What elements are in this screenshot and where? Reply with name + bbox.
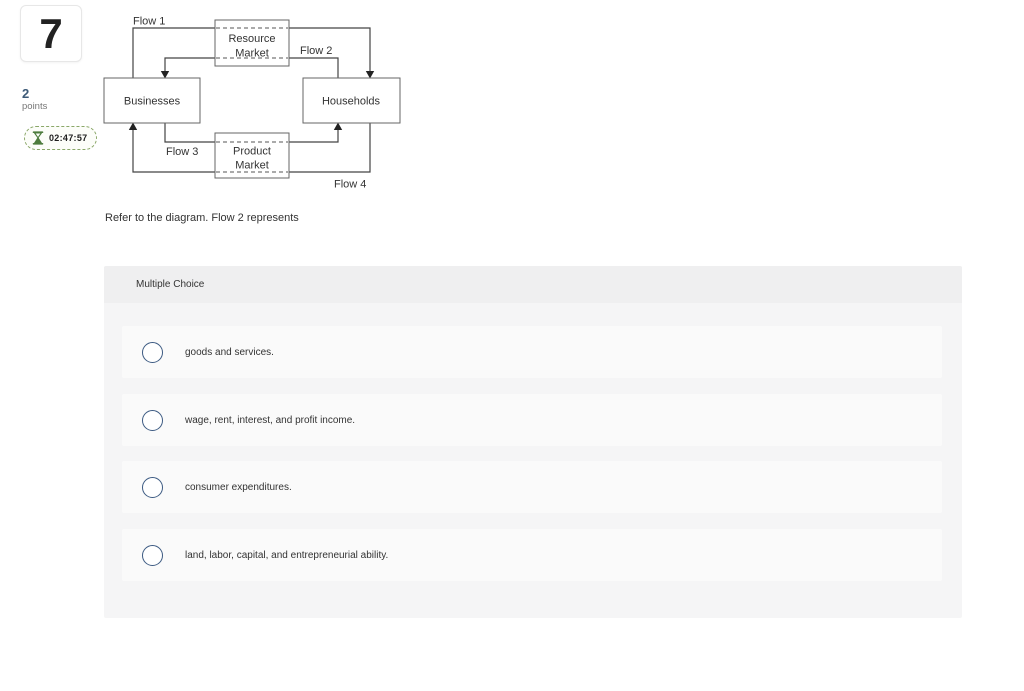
answer-option-2[interactable]: wage, rent, interest, and profit income. — [122, 394, 942, 446]
answer-option-3[interactable]: consumer expenditures. — [122, 461, 942, 513]
answer-option-4-label: land, labor, capital, and entrepreneuria… — [185, 549, 389, 561]
points-value: 2 — [22, 86, 30, 101]
flow1-line-right — [289, 27, 371, 72]
timer-badge: 02:47:57 — [24, 126, 98, 150]
multiple-choice-header-label: Multiple Choice — [136, 279, 205, 290]
radio-button-1[interactable] — [142, 341, 163, 363]
timer-value: 02:47:57 — [49, 133, 88, 143]
flow4-line-left — [132, 129, 215, 173]
multiple-choice-header: Multiple Choice — [104, 266, 962, 303]
businesses-box — [103, 77, 201, 124]
flow1-arrowhead — [365, 71, 375, 79]
question-number: 7 — [39, 9, 63, 57]
product-market-label-line1: Product — [233, 146, 271, 158]
resource-market-label-line1: Resource — [228, 33, 275, 45]
multiple-choice-panel: Multiple Choice goods and services. wage… — [104, 266, 962, 618]
answer-option-1[interactable]: goods and services. — [122, 326, 942, 378]
flow1-line-left — [132, 27, 215, 78]
answer-option-3-label: consumer expenditures. — [185, 481, 292, 493]
points-label: points — [22, 101, 48, 112]
households-label: Households — [322, 96, 381, 108]
flow3-line-left — [164, 123, 215, 143]
flow4-arrowhead — [128, 122, 138, 130]
product-market-box — [214, 132, 290, 179]
flow3-line-right — [289, 129, 339, 143]
question-text: Refer to the diagram. Flow 2 represents — [105, 212, 299, 224]
product-market-label-line2: Market — [235, 160, 269, 172]
flow3-arrowhead — [333, 122, 343, 130]
flow2-arrowhead — [160, 71, 170, 79]
hourglass-icon — [32, 131, 44, 145]
answer-option-4[interactable]: land, labor, capital, and entrepreneuria… — [122, 529, 942, 581]
flow2-line-right — [289, 57, 339, 78]
answer-option-1-label: goods and services. — [185, 346, 274, 358]
flow2-label: Flow 2 — [300, 45, 332, 57]
question-number-card: 7 — [20, 5, 82, 62]
households-box — [302, 77, 401, 124]
flow1-label: Flow 1 — [133, 16, 165, 28]
businesses-label: Businesses — [124, 96, 181, 108]
answer-option-2-label: wage, rent, interest, and profit income. — [185, 414, 356, 426]
resource-market-label-line2: Market — [235, 48, 269, 60]
flow4-label: Flow 4 — [334, 179, 366, 191]
flow3-label: Flow 3 — [166, 146, 198, 158]
flow2-line-left — [164, 57, 215, 72]
radio-button-2[interactable] — [142, 409, 163, 431]
radio-button-3[interactable] — [142, 476, 163, 498]
circular-flow-diagram: Businesses Households Resource Market Pr… — [95, 8, 415, 203]
radio-button-4[interactable] — [142, 544, 163, 566]
flow4-line-right — [289, 123, 371, 173]
